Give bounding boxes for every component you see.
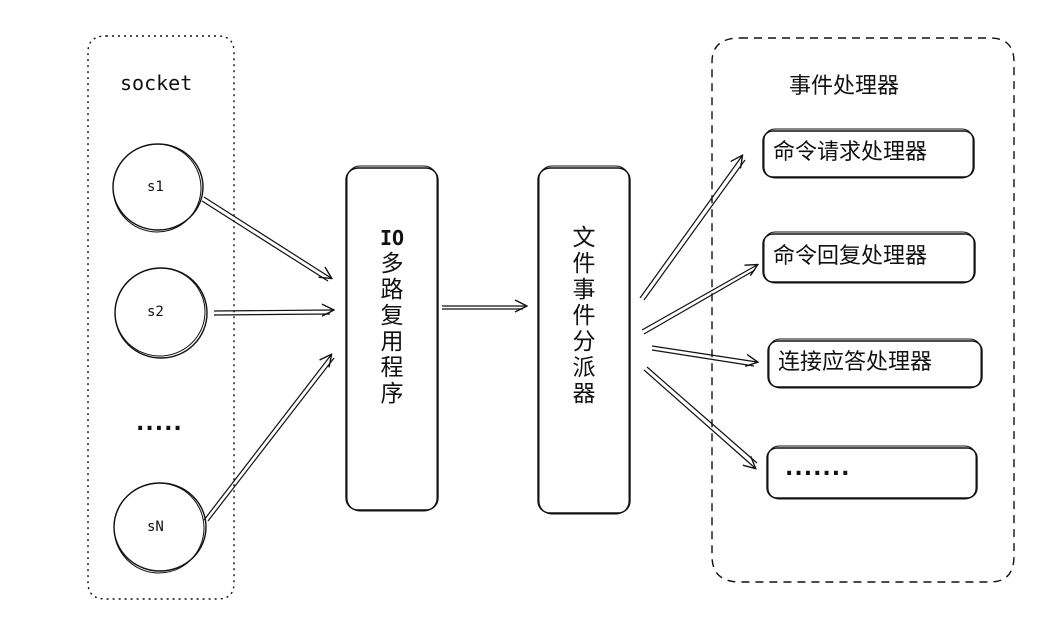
file-event-dispatcher-box (537, 165, 631, 515)
socket-group-title: socket (120, 71, 193, 95)
dispatcher-label-line-5: 分 (572, 329, 596, 355)
handler-label-command-reply: 命令回复处理器 (773, 244, 928, 269)
handler-group-title: 事件处理器 (789, 74, 900, 99)
handler-label-ellipsis: ....... (785, 456, 851, 481)
dispatcher-label-line-1: 文 (572, 225, 596, 251)
arrow-dispatcher-to-handler-3 (651, 345, 757, 366)
io-multiplexer-box (345, 165, 439, 512)
socket-ellipsis: ..... (136, 411, 183, 436)
io-multiplexer-label-line-1: IO (379, 226, 405, 250)
arrow-io-to-dispatcher (442, 306, 526, 309)
socket-label-sN: sN (147, 519, 164, 535)
arrow-dispatcher-to-handler-1 (639, 156, 746, 301)
io-multiplexer-label-line-7: 序 (380, 381, 404, 407)
handler-label-command-request: 命令请求处理器 (773, 140, 928, 165)
arrow-s2-to-io (213, 310, 333, 315)
socket-node-s1 (112, 143, 204, 233)
arrow-sN-to-io (203, 355, 335, 522)
handler-box-1 (762, 128, 975, 179)
dispatcher-label-line-6: 派 (572, 355, 596, 381)
arrow-s1-to-io (201, 196, 331, 282)
socket-label-s2: s2 (147, 304, 164, 320)
dispatcher-label-line-7: 器 (572, 381, 596, 407)
io-multiplexer-label-line-4: 复 (380, 303, 404, 329)
handler-label-connection-accept: 连接应答处理器 (778, 350, 933, 375)
io-multiplexer-label: IO 多 路 复 用 程 序 (372, 225, 412, 407)
io-multiplexer-label-line-5: 用 (380, 329, 404, 355)
handler-group-frame (711, 37, 1015, 583)
arrow-dispatcher-to-handler-2 (641, 265, 757, 335)
socket-node-s2 (114, 267, 208, 359)
dispatcher-label-line-2: 件 (572, 251, 596, 277)
socket-node-sN (113, 482, 207, 574)
handler-box-2 (762, 231, 976, 284)
handler-box-4 (766, 445, 978, 500)
io-multiplexer-label-line-2: 多 (380, 251, 404, 277)
arrow-dispatcher-to-handler-4 (643, 366, 758, 468)
dispatcher-label-line-4: 件 (572, 303, 596, 329)
dispatcher-label-line-3: 事 (572, 277, 596, 303)
socket-label-s1: s1 (147, 179, 164, 195)
file-event-dispatcher-label: 文 件 事 件 分 派 器 (564, 225, 604, 407)
io-multiplexer-label-line-3: 路 (380, 277, 404, 303)
io-multiplexer-label-line-6: 程 (380, 355, 404, 381)
handler-box-3 (767, 338, 983, 389)
